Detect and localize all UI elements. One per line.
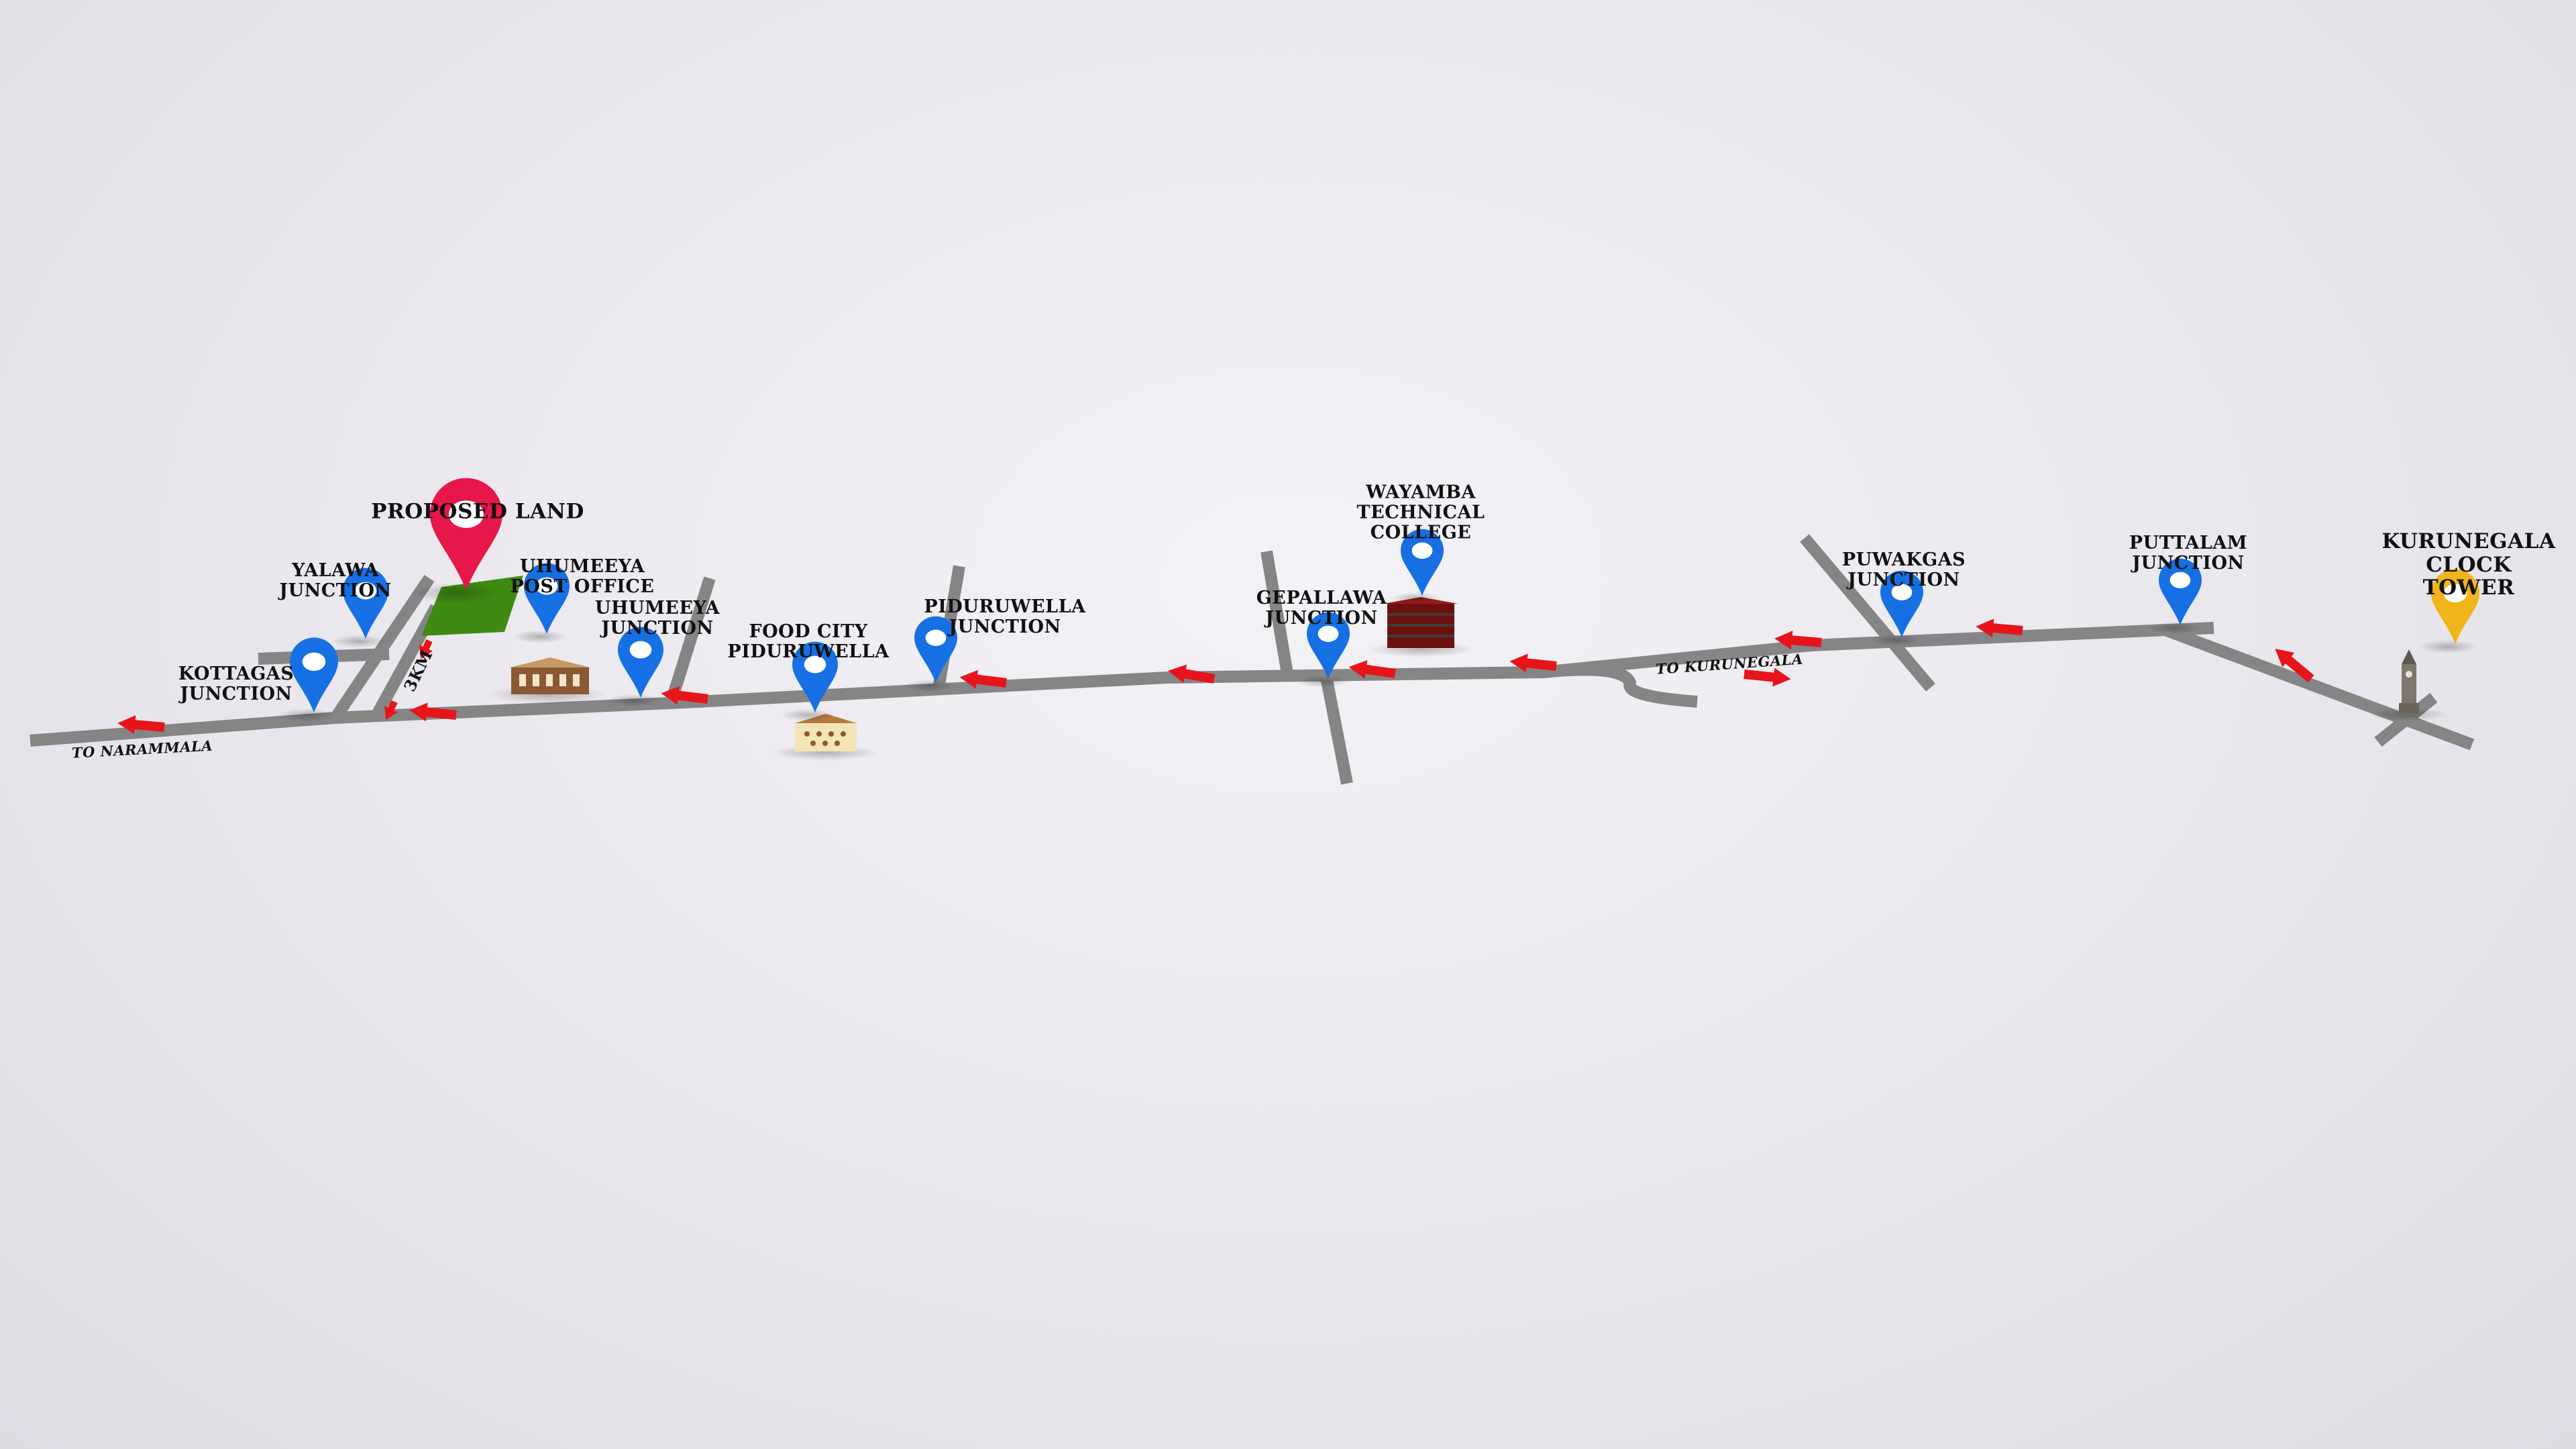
label-puttalam-junction: PUTTALAM JUNCTION [2129, 532, 2248, 574]
direction-arrow [1168, 664, 1216, 684]
label-food-city: FOOD CITY PIDURUWELLA [727, 621, 890, 662]
label-piduruwella-junction: PIDURUWELLA JUNCTION [924, 596, 1086, 637]
direction-arrow [1774, 631, 1822, 650]
direction-arrow [1348, 660, 1396, 679]
label-proposed-land: PROPOSED LAND [371, 499, 584, 524]
pin-uhumeeya-post-office[interactable] [513, 563, 570, 643]
pin-uhumeeya-junction[interactable] [606, 627, 663, 707]
direction-arrow [959, 669, 1007, 689]
label-uhumeeya-junction: UHUMEEYA JUNCTION [594, 597, 720, 639]
gepallawa-cross-north [1260, 550, 1294, 679]
yalawa-cross-road [330, 574, 435, 722]
pin-kottagas-junction[interactable] [278, 637, 338, 722]
direction-arrow [2275, 649, 2314, 683]
pin-piduruwella-junction[interactable] [904, 616, 957, 692]
pin-puwakgas-junction[interactable] [1870, 570, 1923, 646]
direction-arrow [117, 715, 165, 735]
pin-food-city[interactable] [781, 641, 838, 722]
pin-clock-tower[interactable] [2419, 569, 2479, 654]
direction-arrow [384, 700, 398, 720]
road-to-clock-tower [2164, 625, 2475, 751]
direction-arrow [1743, 667, 1791, 687]
puwakgas-cross-road [1800, 534, 1935, 692]
pin-wayamba-college[interactable] [1390, 529, 1444, 604]
kurunegala-bypass [1542, 663, 1698, 708]
label-wayamba-college: WAYAMBA TECHNICAL COLLEGE [1356, 482, 1485, 544]
label-kottagas-junction: KOTTAGAS JUNCTION [178, 663, 294, 704]
location-pins [278, 478, 2479, 722]
gepallawa-cross-south [1320, 672, 1353, 785]
direction-arrow [1509, 653, 1557, 673]
label-uhumeeya-post-office: UHUMEEYA POST OFFICE [510, 555, 655, 597]
direction-arrow [409, 702, 457, 722]
direction-arrow [419, 639, 433, 659]
wayamba-college-building[interactable] [1367, 597, 1474, 657]
pin-gepallawa-junction[interactable] [1296, 612, 1350, 688]
label-yalawa-junction: YALAWA JUNCTION [279, 559, 392, 601]
direction-arrows [117, 619, 2314, 735]
road-network [30, 534, 2475, 785]
label-puwakgas-junction: PUWAKGAS JUNCTION [1841, 549, 1966, 590]
direction-arrow [1976, 619, 2023, 638]
clock-tower-building[interactable] [2368, 649, 2449, 721]
direction-arrow [661, 686, 708, 705]
label-clock-tower: KURUNEGALA CLOCK TOWER [2381, 529, 2556, 600]
pin-puttalam-junction[interactable] [2148, 558, 2202, 634]
pin-proposed-land[interactable] [412, 478, 502, 604]
uhumeeya-road [665, 576, 716, 705]
pin-yalawa-junction[interactable] [331, 568, 388, 648]
post-office-building[interactable] [486, 657, 607, 704]
food-city-building[interactable] [771, 714, 879, 761]
label-gepallawa-junction: GEPALLAWA JUNCTION [1256, 587, 1387, 629]
